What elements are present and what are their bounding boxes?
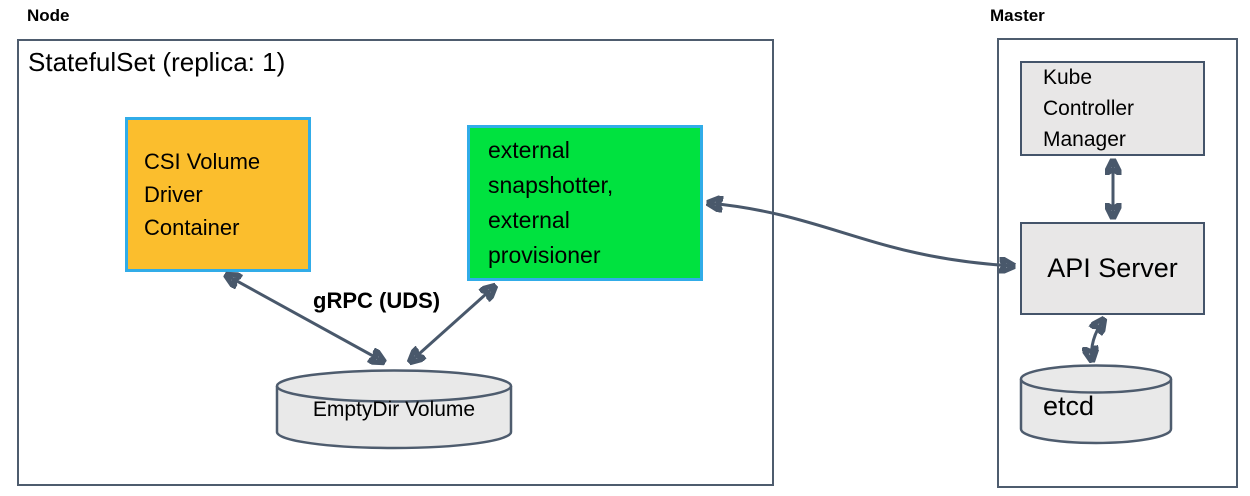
kube-controller-manager-label: Kube Controller Manager [1043,66,1135,151]
api-server-box: API Server [1020,222,1205,315]
external-sidecars-label: external snapshotter, external provision… [488,137,614,268]
etcd-label: etcd [1043,391,1095,421]
grpc-uds-label: gRPC (UDS) [313,288,441,313]
cylinder-shape [275,369,513,450]
etcd-cylinder: etcd [1018,363,1174,447]
statefulset-title: StatefulSet (replica: 1) [28,47,286,77]
csi-volume-driver-container-label: CSI Volume Driver Container [144,149,261,240]
emptydir-volume-label: EmptyDir Volume [312,398,476,421]
csi-volume-driver-container-box: CSI Volume Driver Container [125,117,311,272]
node-label: Node [27,6,70,25]
api-server-label: API Server [1047,253,1178,283]
master-label: Master [990,6,1045,25]
kube-controller-manager-box: Kube Controller Manager [1020,61,1205,156]
external-sidecars-box: external snapshotter, external provision… [467,125,703,281]
emptydir-volume-cylinder: EmptyDir Volume [275,368,513,452]
cylinder-shape [1019,364,1173,445]
